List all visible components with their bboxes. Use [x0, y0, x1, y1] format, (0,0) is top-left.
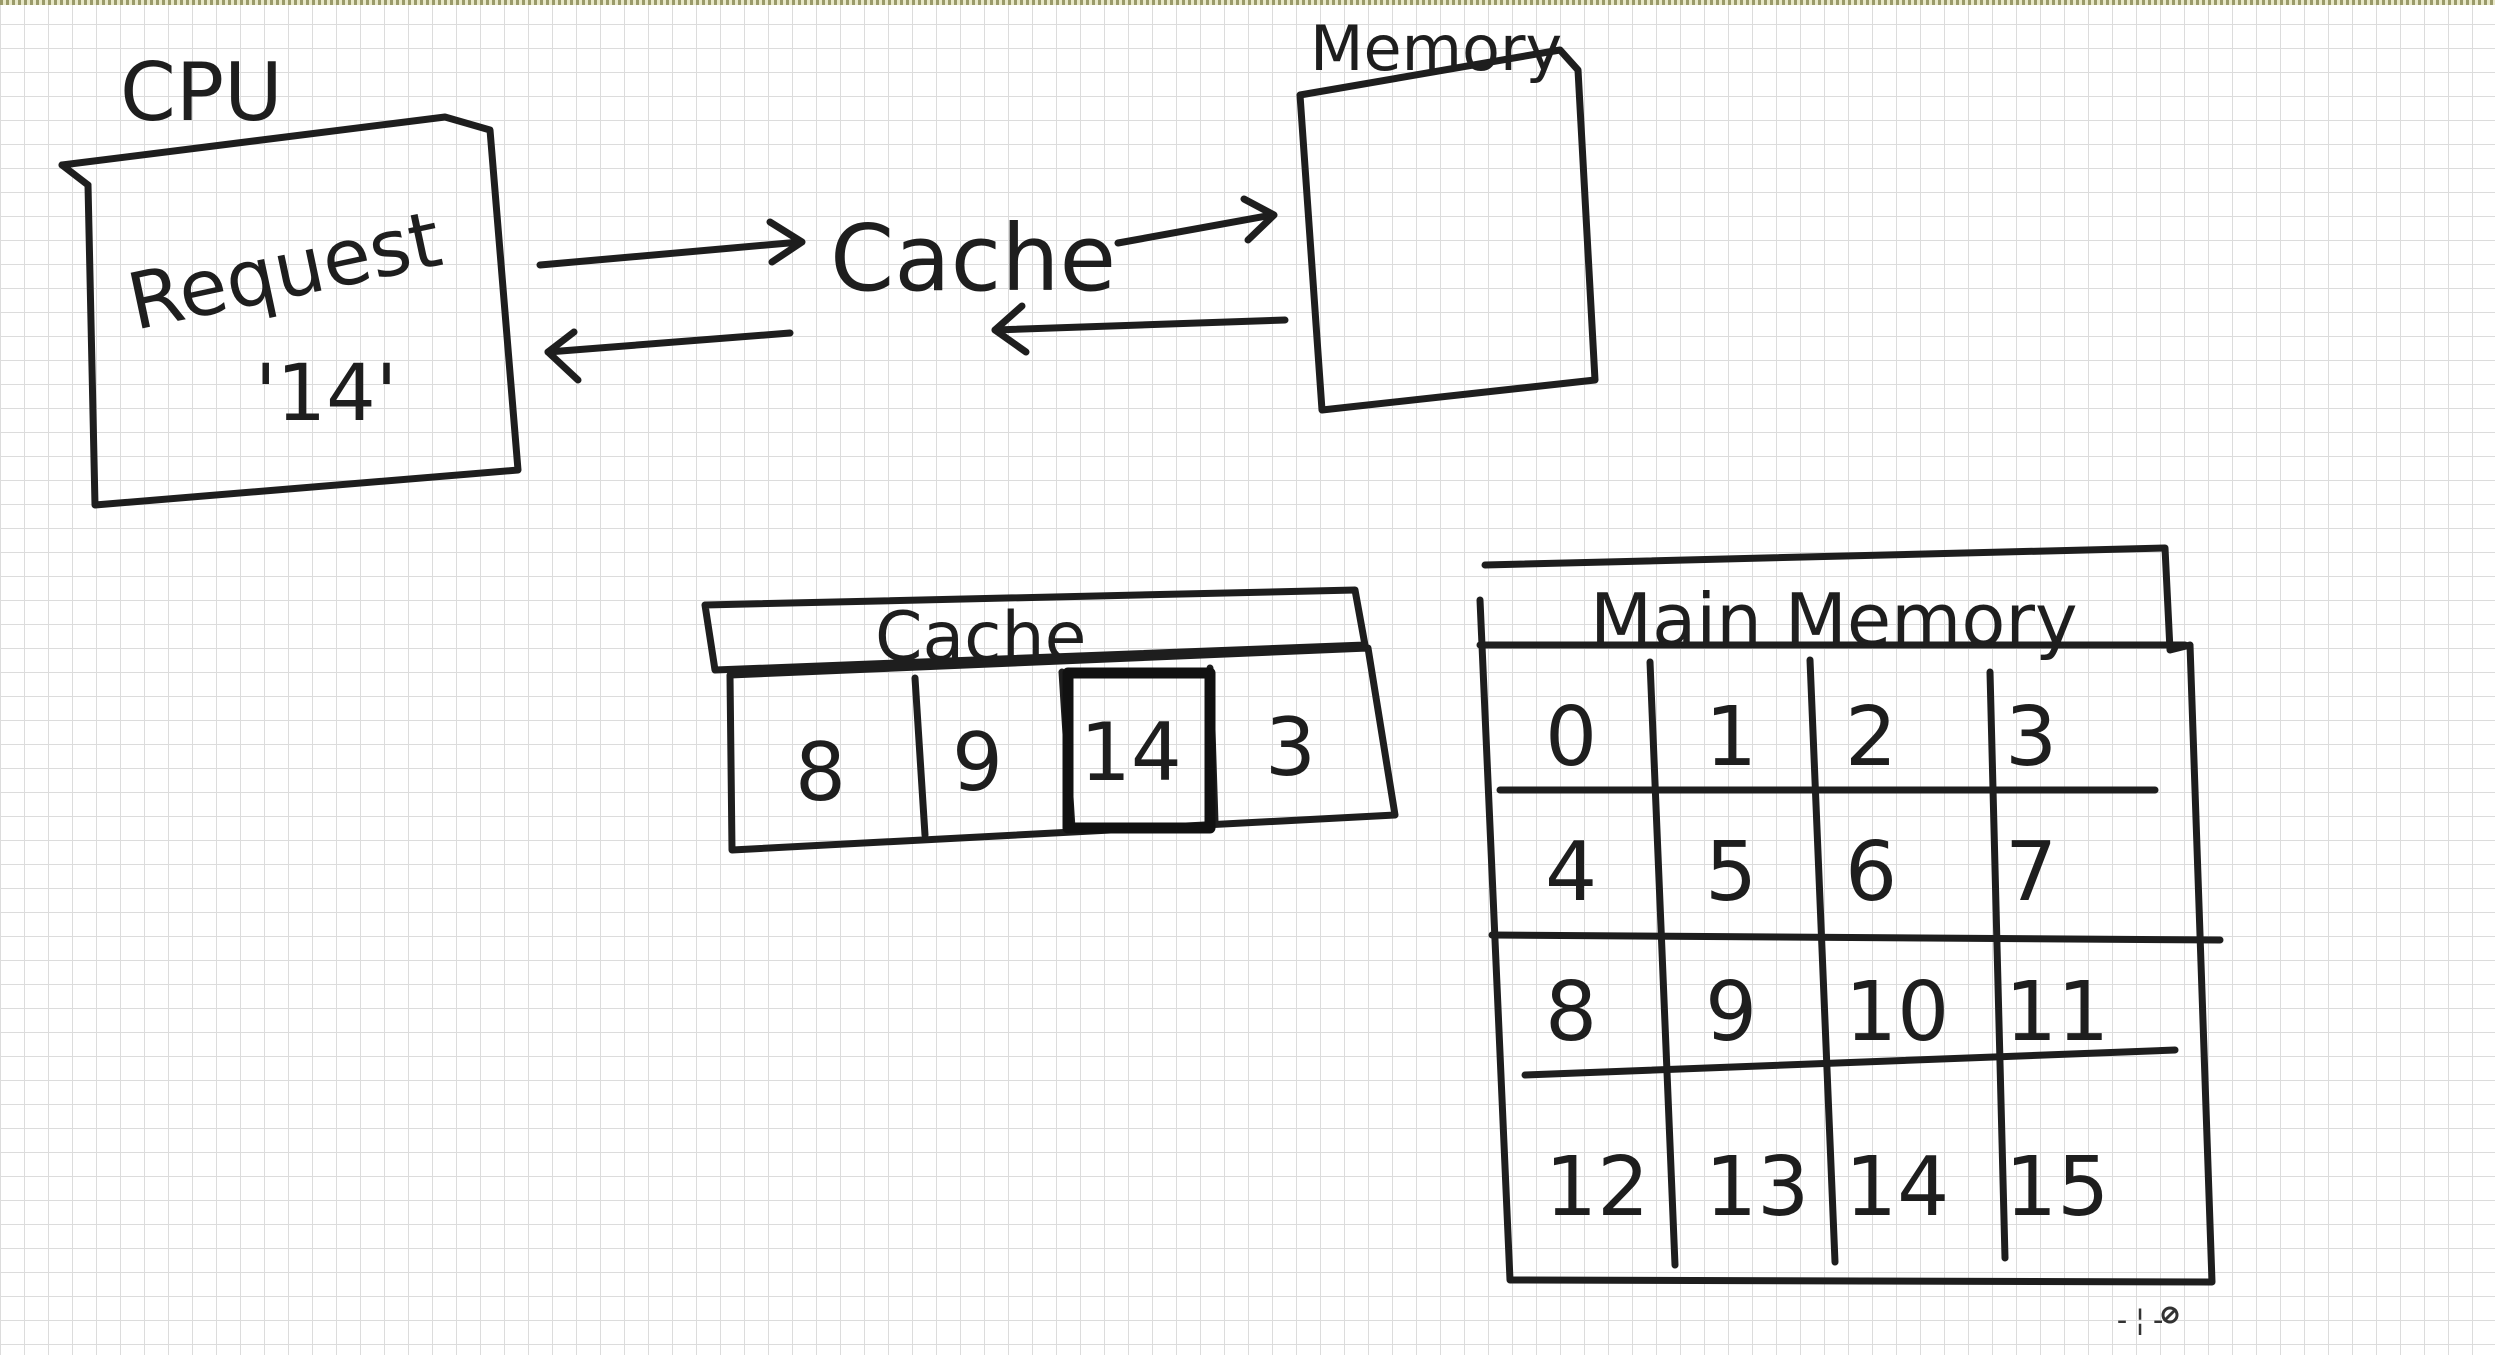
arrow-cpu-to-cache	[536, 238, 804, 269]
main-memory-cell: 15	[2005, 1140, 2109, 1235]
main-memory-cell: 3	[2005, 690, 2057, 785]
main-memory-cell: 8	[1545, 965, 1597, 1060]
main-memory-cell: 7	[2005, 825, 2057, 920]
column-divider	[1646, 658, 1679, 1269]
main-memory-cell: 1	[1705, 690, 1757, 785]
svg-text:-¦-: -¦-	[2113, 1303, 2167, 1338]
main-memory-cell: 11	[2005, 965, 2109, 1060]
memory-box	[1296, 46, 1599, 414]
cursor-icon: -¦-	[2113, 1303, 2179, 1338]
main-memory-title: Main Memory	[1590, 578, 2078, 662]
main-memory-cell: 5	[1705, 825, 1757, 920]
row-divider	[1521, 1046, 2179, 1079]
cpu-block: CPU Request '14'	[58, 46, 522, 509]
window-top-edge	[0, 0, 2495, 5]
cache-cell: 9	[952, 716, 1003, 809]
arrow-head-icon	[1240, 195, 1278, 244]
main-memory-cell: 14	[1845, 1140, 1949, 1235]
main-memory-cell: 0	[1545, 690, 1597, 785]
cache-table: Cache 8 9 14 3	[701, 586, 1399, 854]
main-memory-cell: 9	[1705, 965, 1757, 1060]
flow-arrows	[536, 195, 1289, 384]
cpu-box	[58, 113, 522, 509]
main-memory-cell: 2	[1845, 690, 1897, 785]
cpu-box-lip	[58, 161, 92, 189]
row-divider	[1488, 931, 2224, 944]
cpu-request-text: Request	[120, 195, 449, 349]
cache-cell: 3	[1265, 701, 1316, 794]
arrow-cache-to-memory	[1114, 211, 1276, 247]
cpu-request-value: '14'	[255, 349, 397, 439]
arrow-head-icon	[766, 218, 806, 266]
memory-block: Memory	[1296, 12, 1599, 414]
main-memory-cell: 13	[1705, 1140, 1809, 1235]
main-memory-cell: 6	[1845, 825, 1897, 920]
main-memory-cell: 4	[1545, 825, 1597, 920]
arrow-head-icon	[544, 328, 582, 384]
arrow-memory-to-cache	[991, 316, 1289, 334]
main-memory-cell: 10	[1845, 965, 1949, 1060]
cache-table-body	[726, 644, 1399, 854]
flow-cache-label: Cache	[830, 205, 1116, 312]
main-memory-cell: 12	[1545, 1140, 1649, 1235]
arrow-head-icon	[991, 302, 1030, 356]
main-memory-frame	[1476, 544, 2216, 1286]
cache-cell-highlighted: 14	[1080, 706, 1182, 799]
cache-cell: 8	[795, 726, 846, 819]
cache-highlight-box	[1062, 667, 1216, 834]
arrow-cache-to-cpu	[544, 329, 794, 356]
cache-divider	[911, 674, 929, 839]
cpu-title: CPU	[120, 46, 283, 139]
column-divider	[1986, 668, 2009, 1262]
column-divider	[1806, 656, 1839, 1266]
